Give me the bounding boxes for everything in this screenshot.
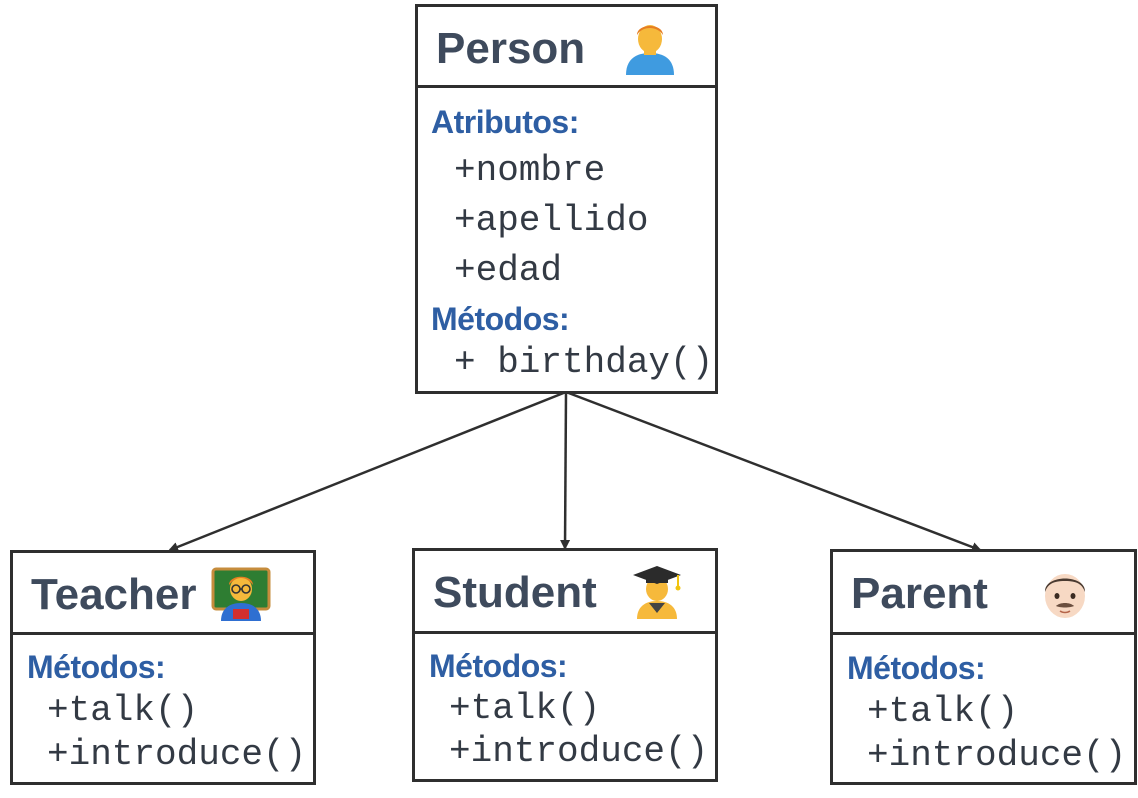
attribute-item: +nombre	[454, 150, 606, 191]
teacher-icon	[211, 563, 271, 631]
student-icon	[631, 563, 683, 627]
arrow-person-to-teacher	[168, 390, 567, 552]
method-item: +talk()	[449, 688, 601, 729]
methods-label: Métodos:	[429, 648, 568, 684]
class-name: Student	[433, 568, 597, 617]
class-name: Person	[436, 24, 586, 73]
attribute-item: +edad	[454, 250, 563, 291]
class-name: Teacher	[31, 570, 197, 619]
class-title-student: Student	[415, 551, 715, 634]
arrow-person-to-parent	[565, 390, 982, 552]
attributes-label: Atributos:	[431, 104, 579, 140]
methods-label: Métodos:	[847, 650, 986, 686]
method-item: +talk()	[47, 690, 199, 731]
class-title-teacher: Teacher	[13, 553, 313, 635]
class-name: Parent	[851, 569, 988, 618]
class-box-teacher[interactable]: Teacher Métodos: +talk() +introduce()	[10, 550, 316, 785]
method-item: +introduce()	[867, 735, 1127, 776]
attribute-item: +apellido	[454, 200, 649, 241]
class-title-person: Person	[418, 7, 715, 88]
arrow-person-to-student	[560, 391, 571, 550]
class-title-parent: Parent	[833, 552, 1134, 635]
class-box-parent[interactable]: Parent Métodos: +talk() +introduce()	[830, 549, 1137, 785]
person-silhouette-icon	[620, 17, 680, 85]
method-item: +talk()	[867, 691, 1019, 732]
man-face-icon	[1039, 566, 1091, 628]
class-box-student[interactable]: Student Métodos: +talk() +introduce()	[412, 548, 718, 782]
methods-label: Métodos:	[431, 301, 570, 337]
method-item: +introduce()	[47, 734, 307, 775]
method-item: +introduce()	[449, 731, 709, 772]
method-item: + birthday()	[454, 342, 714, 383]
methods-label: Métodos:	[27, 649, 166, 685]
class-box-person[interactable]: Person Atributos: +nombre +apellido +eda…	[415, 4, 718, 394]
